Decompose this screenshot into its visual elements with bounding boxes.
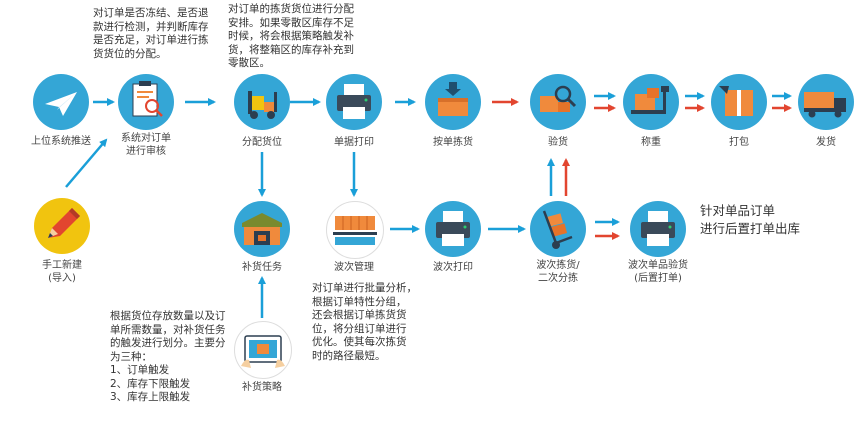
printer-icon	[337, 84, 371, 119]
hand-truck-icon	[542, 210, 573, 249]
replenish-task-label: 补货任务	[242, 262, 282, 273]
weigh-label: 称重	[641, 137, 661, 148]
pack-label: 打包	[729, 137, 749, 148]
printer-icon	[436, 211, 470, 246]
weigh-node	[623, 74, 679, 130]
ship-label: 发货	[816, 137, 836, 148]
paper-plane-icon	[45, 92, 77, 116]
replenish-task-node	[234, 201, 290, 257]
wave-mgmt-node	[326, 201, 384, 259]
tablet-hands-icon	[241, 335, 285, 368]
box-down-icon	[438, 82, 468, 116]
printer-icon	[641, 211, 675, 246]
clipboard-check-icon	[132, 81, 163, 117]
print-single-node	[326, 74, 382, 130]
scale-icon	[631, 86, 669, 114]
pencil-icon	[48, 208, 80, 238]
print-single-label: 单据打印	[334, 137, 374, 148]
forklift-icon	[248, 91, 277, 119]
replenish-note: 根据货位存放数量以及订 单所需数量，对补货任务 的触发进行划分。主要分 为三种：…	[110, 310, 226, 403]
manual-create-node	[34, 198, 90, 254]
allocate-node	[234, 74, 290, 130]
allocate-note: 对订单的拣货货位进行分配 安排。如果零散区库存不足 时候，将会根据策略触发补 货…	[228, 3, 354, 69]
wave-pick-node	[530, 201, 586, 257]
wave-single-inspect-node	[630, 201, 686, 257]
pick-by-order-node	[425, 74, 481, 130]
replenish-strategy-label: 补货策略	[242, 382, 282, 393]
shelf-boxes-icon	[333, 216, 377, 245]
pick-by-order-label: 按单拣货	[433, 137, 473, 148]
wave-pick-label: 波次拣货/ 二次分拣	[536, 260, 580, 284]
arrow-manual-to-push	[65, 138, 108, 188]
upstream-push-label: 上位系统推送	[31, 136, 91, 147]
order-review-node	[118, 74, 174, 130]
inspect-label: 验货	[548, 137, 568, 148]
single-order-note: 针对单品订单 进行后置打单出库	[700, 203, 801, 236]
manual-create-label: 手工新建 (导入)	[42, 260, 82, 284]
tape-box-icon	[719, 86, 753, 116]
pack-node	[711, 74, 767, 130]
wave-note: 对订单进行批量分析， 根据订单特性分组， 还会根据订单拣货货 位，将分组订单进行…	[312, 282, 417, 362]
inspect-node	[530, 74, 586, 130]
wave-single-inspect-label: 波次单品验货 (后置打单)	[628, 260, 688, 284]
order-review-label: 系统对订单 进行审核	[121, 133, 171, 157]
ship-node	[798, 74, 854, 130]
wave-mgmt-label: 波次管理	[334, 262, 374, 273]
magnifier-box-icon	[540, 85, 577, 112]
upstream-push-node	[33, 74, 89, 130]
replenish-strategy-node	[234, 321, 292, 379]
truck-icon	[804, 92, 846, 118]
wave-print-label: 波次打印	[433, 262, 473, 273]
review-note: 对订单是否冻结、是否退 款进行检测，并判断库存 是否充足，对订单进行拣 货货位的…	[93, 7, 209, 60]
allocate-label: 分配货位	[242, 137, 282, 148]
warehouse-icon	[242, 213, 282, 245]
wave-print-node	[425, 201, 481, 257]
